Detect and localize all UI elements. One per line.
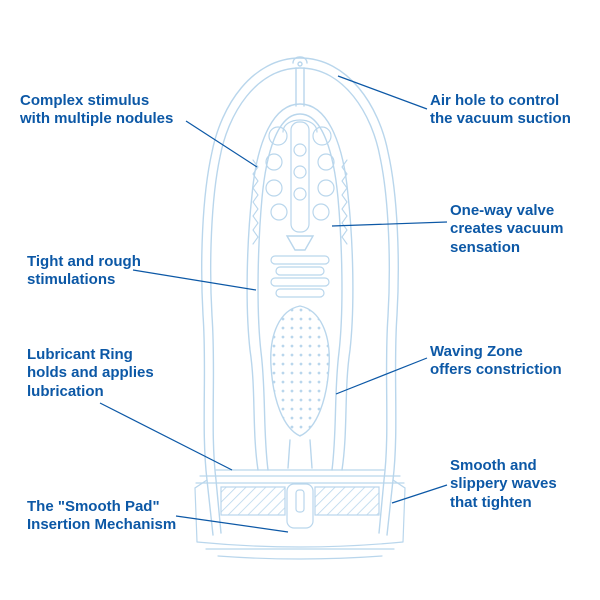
leader-lines	[99, 75, 448, 533]
leader-tight-rough	[132, 269, 257, 291]
inner-sleeve-outline	[246, 103, 354, 471]
product-line-art	[194, 56, 406, 560]
label-air-hole: Air hole to control the vacuum suction	[430, 92, 571, 128]
rough-texture	[252, 159, 348, 245]
one-way-valve-shape	[285, 235, 315, 251]
label-waving-zone: Waving Zone offers constriction	[430, 343, 562, 379]
leader-one-way-valve	[331, 221, 448, 227]
leader-complex-stimulus	[185, 120, 258, 168]
label-complex-stimulus: Complex stimulus with multiple nodules	[20, 92, 174, 128]
label-lubricant-ring: Lubricant Ring holds and applies lubrica…	[27, 346, 154, 400]
label-one-way-valve: One-way valve creates vacuum sensation	[450, 202, 564, 256]
cup-body-outline	[201, 57, 399, 536]
leader-waving-zone	[335, 357, 428, 395]
nodule-chamber	[265, 119, 335, 233]
air-hole-icon	[292, 56, 308, 107]
base-assembly	[194, 469, 406, 560]
label-smooth-slippery: Smooth and slippery waves that tighten	[450, 457, 557, 511]
waving-zone-shape	[270, 305, 330, 469]
label-smooth-pad: The "Smooth Pad" Insertion Mechanism	[27, 498, 177, 534]
leader-lubricant-ring	[99, 402, 233, 471]
leader-air-hole	[337, 75, 428, 110]
leader-smooth-slippery	[391, 484, 448, 504]
leader-smooth-pad	[175, 515, 289, 533]
rib-stack	[270, 255, 330, 298]
label-tight-rough: Tight and rough stimulations	[27, 253, 141, 289]
